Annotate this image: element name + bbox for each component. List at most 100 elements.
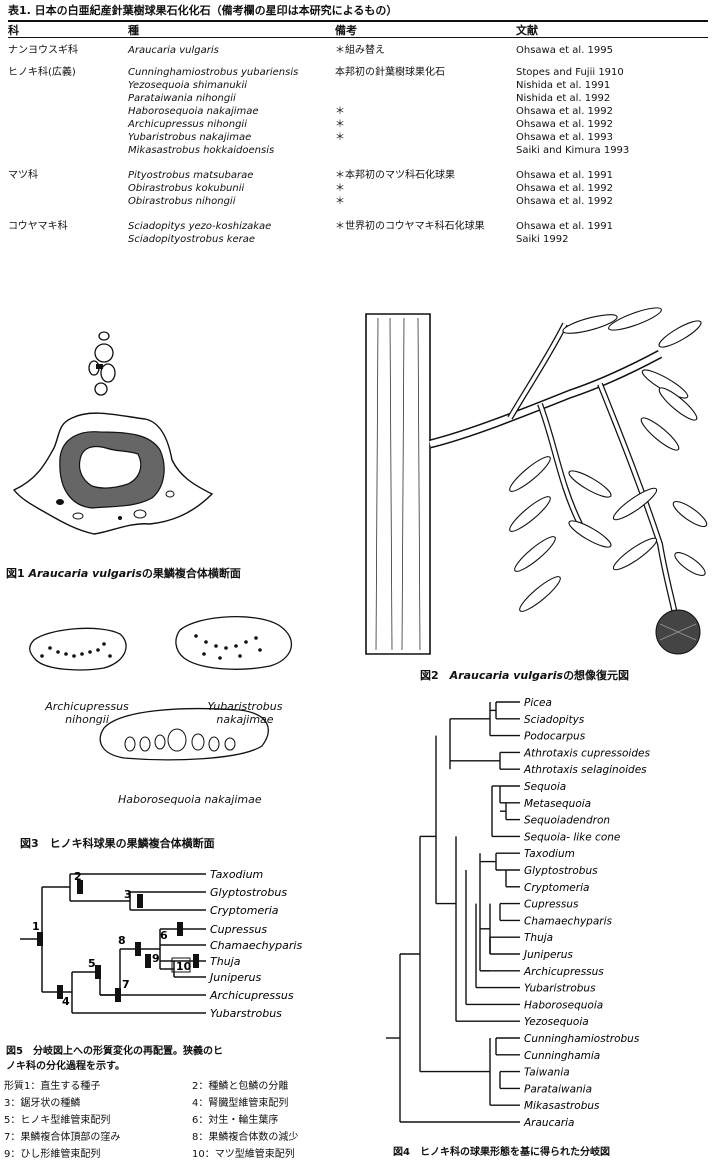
character-item: 7：果鱗複合体頂部の窪み — [4, 1132, 121, 1143]
node-number: 8 — [118, 934, 126, 947]
fig1-cross-section — [12, 331, 214, 535]
taxon-label: Cupressus — [210, 923, 267, 936]
fig3-caption: 図3 ヒノキ科球果の果鱗複合体横断面 — [20, 837, 215, 850]
taxon-label: Cryptomeria — [210, 904, 279, 917]
character-bar — [77, 880, 83, 894]
fig4-caption: 図4 ヒノキ科の球果形態を基に得られた分岐図 — [393, 1147, 610, 1158]
cell-species: Araucaria vulgaris — [128, 45, 219, 56]
taxon-label: Glyptostrobus — [524, 865, 598, 877]
header-species: 種 — [128, 24, 139, 37]
taxon-label: Thuja — [524, 932, 553, 944]
header-note: 備考 — [335, 24, 357, 37]
cell-note: 本邦初の針葉樹球果化石 — [335, 67, 445, 78]
vascular-bundle-dot — [202, 652, 206, 656]
cell-ref: Nishida et al. 1992 — [516, 93, 611, 104]
fig1-caption: 図1 Araucaria vulgarisの果鱗複合体横断面 — [6, 567, 241, 580]
taxon-label: Cunninghamia — [524, 1050, 600, 1062]
taxon-label: Yubarstrobus — [210, 1007, 282, 1020]
table-row: Archicupressus nihongii ＊ Ohsawa et al. 19… — [8, 118, 708, 131]
vascular-bundle-dot — [72, 654, 76, 658]
vascular-bundle-dot — [56, 650, 60, 654]
taxon-label: Sciadopitys — [524, 714, 585, 726]
taxon-label: Juniperus — [208, 971, 261, 984]
cell-note: ＊組み替え — [335, 45, 385, 56]
cell-species: Sciadopitys yezo-koshizakae — [128, 221, 272, 232]
taxon-label: Sequoiadendron — [524, 815, 610, 827]
taxon-label: Taxodium — [210, 868, 263, 881]
header-ref: 文献 — [516, 24, 538, 37]
taxon-label: Cunninghamiostrobus — [524, 1033, 640, 1045]
node-number: 3 — [124, 888, 132, 901]
cell-species: Obirastrobus kokubunii — [128, 183, 245, 194]
cell-ref: Ohsawa et al. 1991 — [516, 170, 613, 181]
node-number: 5 — [88, 957, 96, 970]
cell-species: Parataiwania nihongii — [128, 93, 236, 104]
vascular-bundle-dot — [194, 634, 198, 638]
cell-species: Cunninghamiostrobus yubariensis — [128, 67, 299, 78]
vascular-bundle-dot — [48, 646, 52, 650]
table-row: Yubaristrobus nakajimae＊Ohsawa et al. 19… — [8, 131, 708, 144]
taxon-label: Podocarpus — [524, 731, 586, 743]
taxon-label: Athrotaxis cupressoides — [523, 747, 650, 759]
fig3-label-haborosequoia: Haborosequoia nakajimae — [118, 793, 262, 806]
vascular-bundle-dot — [96, 648, 100, 652]
cell-species: Archicupressus nihongii — [128, 119, 247, 130]
vascular-bundle-dot — [244, 640, 248, 644]
taxon-label: Archicupressus — [523, 966, 604, 978]
cell-ref: Nishida et al. 1991 — [516, 80, 611, 91]
character-bar — [37, 932, 43, 946]
cell-note: ＊ — [335, 183, 345, 194]
vascular-bundle-dot — [204, 640, 208, 644]
cell-note: ＊ — [335, 132, 345, 143]
character-item: 3：鋸牙状の種鱗 — [4, 1098, 81, 1109]
cell-species: Yezosequoia shimanukii — [128, 80, 247, 91]
vascular-bundle-dot — [64, 652, 68, 656]
cell-ref: Ohsawa et al. 1992 — [516, 196, 613, 207]
cell-family: コウヤマキ科 — [8, 221, 68, 232]
table-row: Obirastrobus nihongii＊Ohsawa et al. 1992 — [8, 195, 708, 208]
vascular-bundle-dot — [234, 644, 238, 648]
character-item: 2：種鱗と包鱗の分離 — [192, 1081, 289, 1092]
character-bar — [145, 954, 151, 968]
cell-species: Pityostrobus matsubarae — [128, 170, 254, 181]
vascular-bundle-dot — [238, 654, 242, 658]
cell-species: Haborosequoia nakajimae — [128, 106, 259, 117]
fig5-caption: 図5 分岐図上への形質変化の再配置。狭義のヒノキ科の分化過程を示す。 — [6, 1046, 223, 1072]
character-item: 8：果鱗複合体数の減少 — [192, 1132, 299, 1143]
taxon-label: Athrotaxis selaginoides — [523, 764, 647, 776]
cell-family: ナンヨウスギ科 — [8, 45, 78, 56]
node-number: 6 — [160, 929, 168, 942]
cell-note: ＊ — [335, 106, 345, 117]
vascular-bundle-dot — [254, 636, 258, 640]
vascular-bundle-dot — [218, 656, 222, 660]
vascular-bundle-dot — [80, 652, 84, 656]
cell-note: ＊ — [335, 119, 345, 130]
node-number: 9 — [152, 952, 160, 965]
cell-ref: Ohsawa et al. 1991 — [516, 221, 613, 232]
cell-ref: Saiki and Kimura 1993 — [516, 145, 630, 156]
vascular-bundle-dot — [108, 654, 112, 658]
cell-note: ＊世界初のコウヤマキ科石化球果 — [335, 221, 485, 232]
character-bar — [193, 954, 199, 968]
vascular-bundle-dot — [258, 648, 262, 652]
character-bar — [95, 965, 101, 979]
taxon-label: Cryptomeria — [524, 882, 589, 894]
cell-ref: Ohsawa et al. 1992 — [516, 119, 613, 130]
taxon-label: Picea — [524, 697, 552, 709]
cell-ref: Ohsawa et al. 1992 — [516, 183, 613, 194]
table-row: コウヤマキ科 Sciadopitys yezo-koshizakae ＊世界初のコウ… — [8, 220, 708, 233]
character-item: 形質1：直生する種子 — [4, 1081, 101, 1092]
character-bar — [137, 894, 143, 908]
table-header-rule — [8, 37, 708, 38]
taxon-label: Araucaria — [523, 1117, 574, 1129]
character-item: 6：対生・輪生葉序 — [192, 1115, 279, 1126]
table-title: 表1. 日本の白亜紀産針葉樹球果石化化石（備考欄の星印は本研究によるもの） — [8, 4, 398, 17]
taxon-label: Glyptostrobus — [210, 886, 287, 899]
taxon-label: Parataiwania — [524, 1083, 592, 1095]
vascular-bundle-dot — [40, 654, 44, 658]
cell-family: ヒノキ科(広義) — [8, 67, 76, 78]
